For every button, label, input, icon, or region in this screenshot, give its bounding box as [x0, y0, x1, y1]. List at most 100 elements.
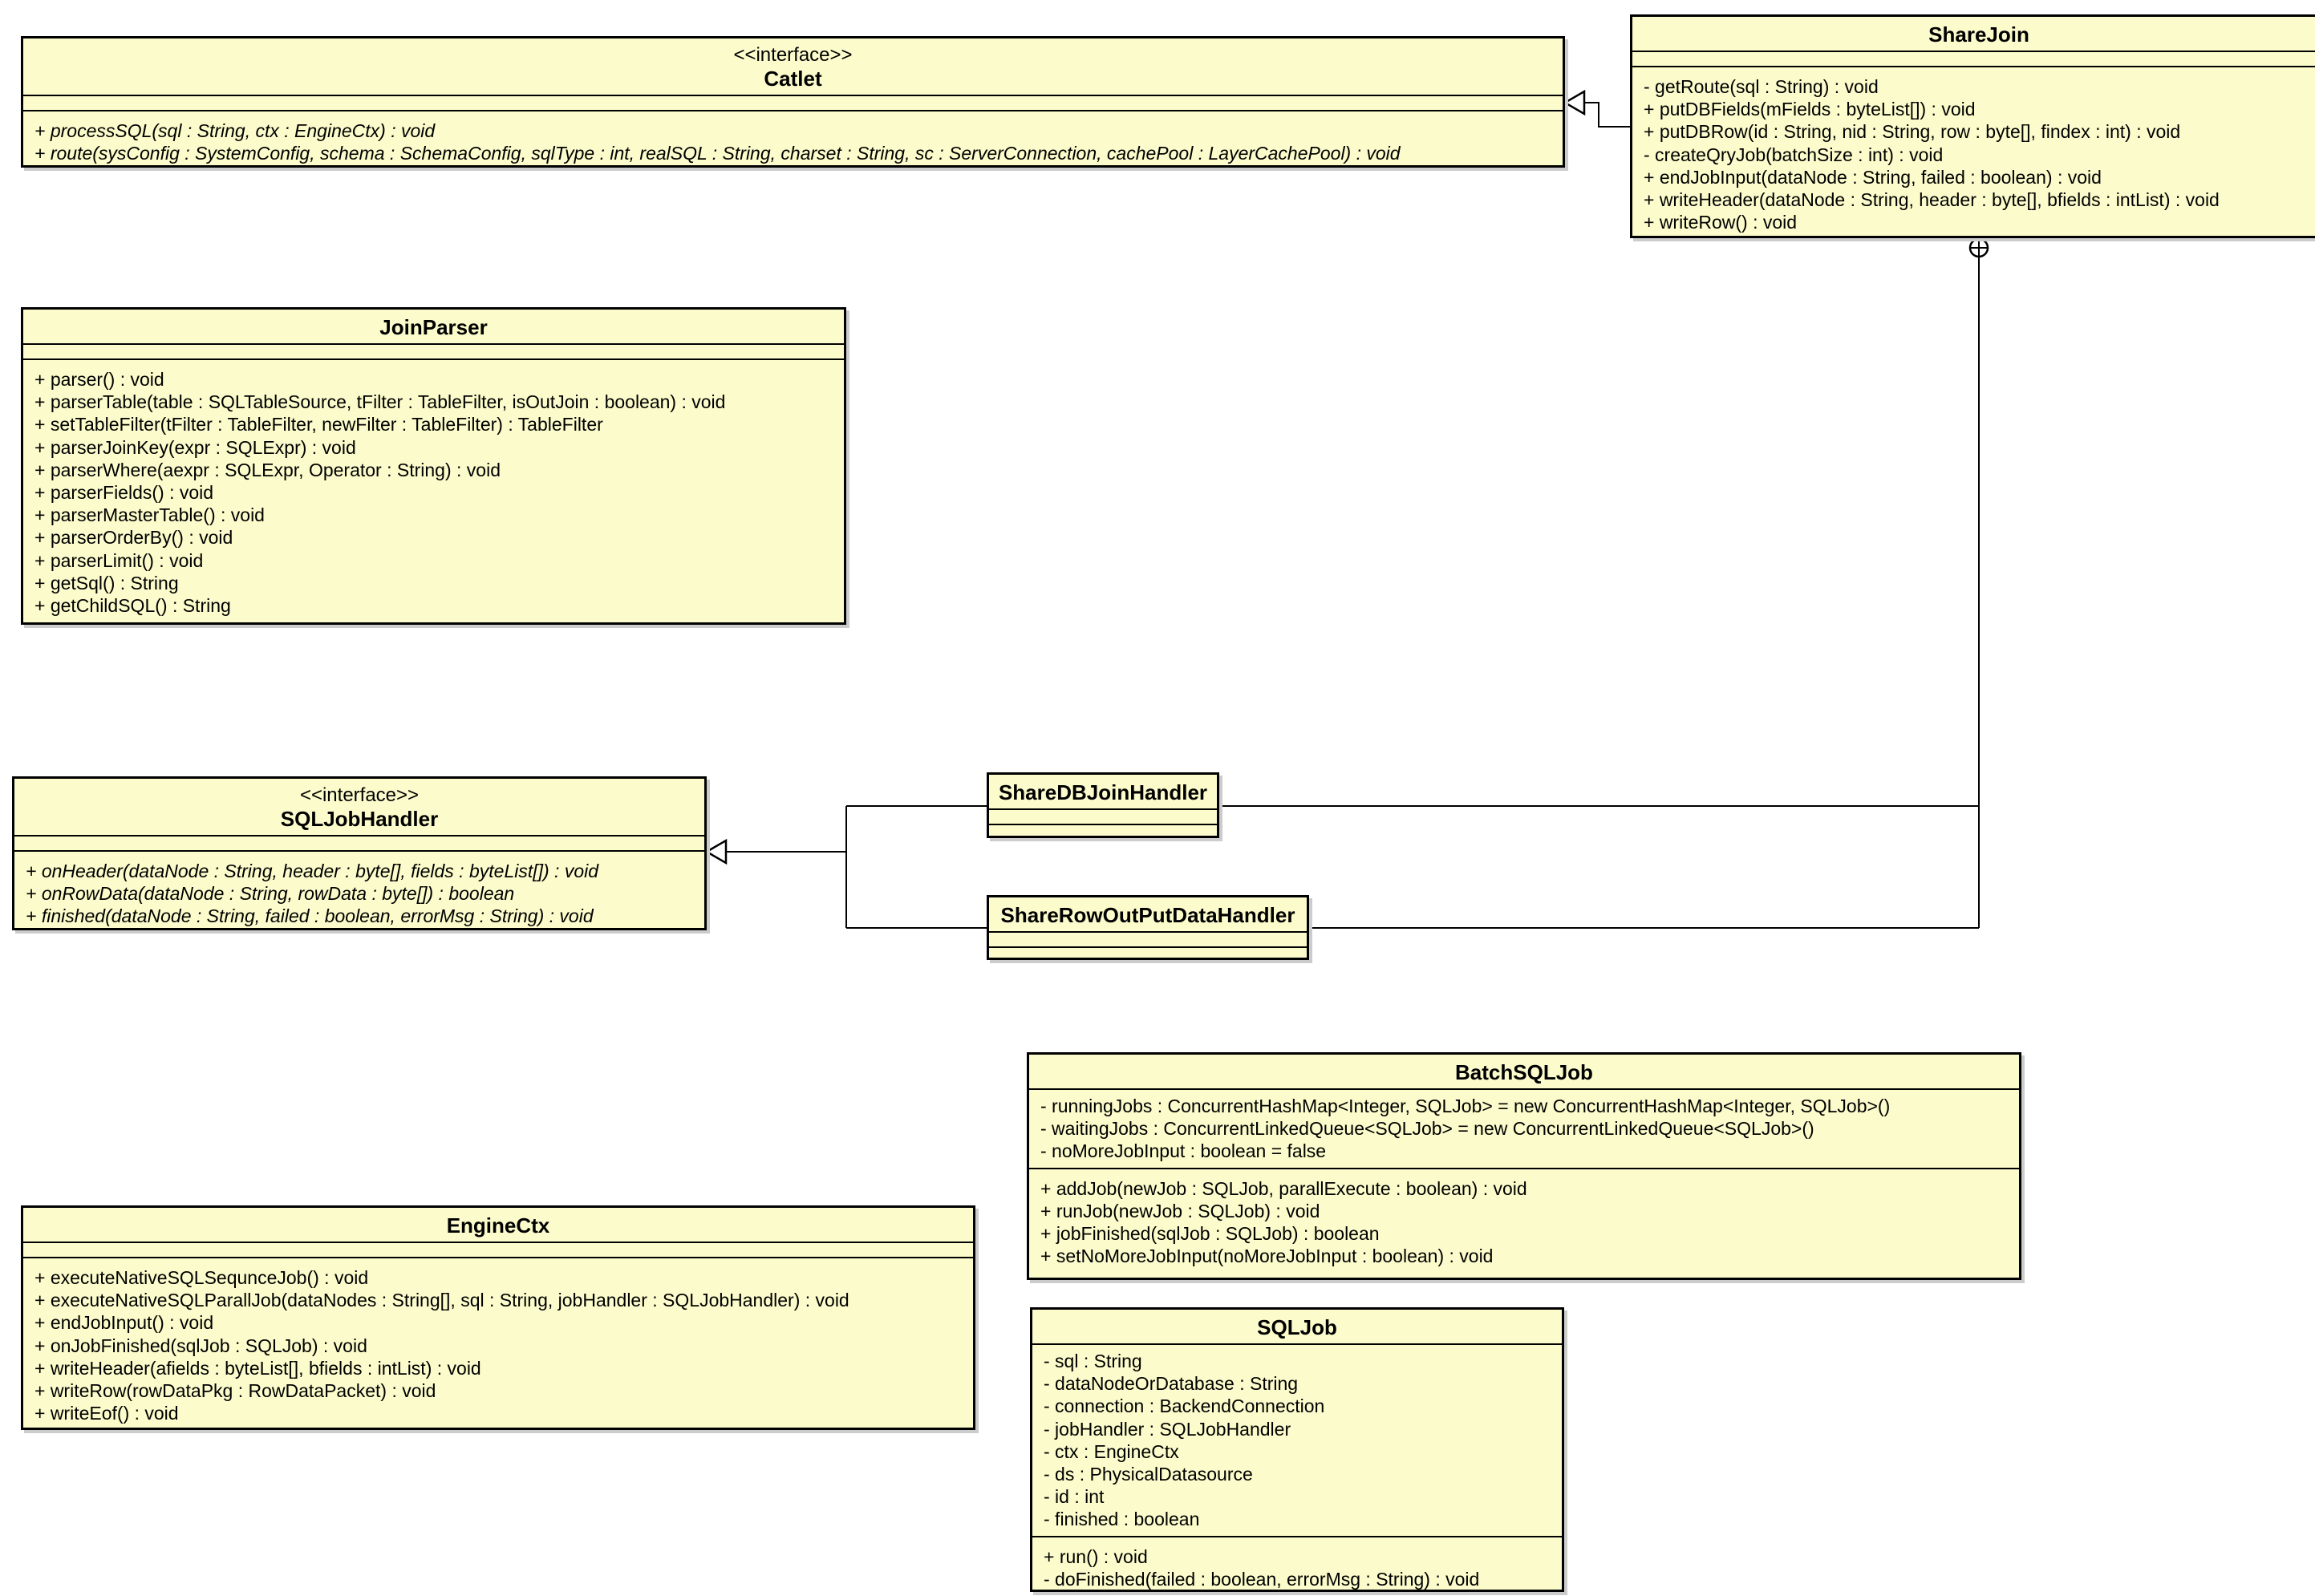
method-row: + parserTable(table : SQLTableSource, tF… [34, 391, 726, 413]
method-row: + getChildSQL() : String [34, 595, 231, 617]
class-box: <<interface>> SQLJobHandler + onHeader(d… [12, 776, 707, 930]
class-attributes-compartment [989, 808, 1217, 825]
method-row: + route(sysConfig : SystemConfig, schema… [34, 143, 1401, 164]
method-row: + writeRow() : void [1644, 212, 1798, 233]
attribute-row: - ds : PhysicalDatasource [1044, 1464, 1253, 1485]
class-box: ShareDBJoinHandler [987, 772, 1219, 838]
class-name: EngineCtx [446, 1213, 550, 1238]
method-row: + endJobInput(dataNode : String, failed … [1644, 166, 2102, 188]
containment-circle-plus-anchor [1968, 237, 1989, 258]
class-title: ShareRowOutPutDataHandler [989, 897, 1307, 931]
class-methods-compartment: - getRoute(sql : String) : void + putDBF… [1632, 67, 2315, 236]
class-title: <<interface>> Catlet [23, 38, 1563, 95]
class-stereotype: <<interface>> [733, 44, 853, 66]
method-row: + setNoMoreJobInput(noMoreJobInput : boo… [1040, 1246, 1494, 1267]
class-title: BatchSQLJob [1029, 1055, 2019, 1088]
method-row: + processSQL(sql : String, ctx : EngineC… [34, 120, 436, 141]
method-row: + putDBRow(id : String, nid : String, ro… [1644, 121, 2181, 143]
class-attributes-compartment [989, 931, 1307, 948]
realization-triangle-catlet [1563, 89, 1586, 116]
method-row: + addJob(newJob : SQLJob, parallExecute … [1040, 1177, 1527, 1199]
realization-sharejoin-to-catlet-line [1584, 102, 1630, 128]
attribute-row: - runningJobs : ConcurrentHashMap<Intege… [1040, 1096, 1891, 1116]
realization-triangle-sqljobhandler [704, 838, 728, 865]
class-name: ShareDBJoinHandler [998, 780, 1208, 804]
class-title: SQLJob [1032, 1310, 1562, 1343]
method-row: + writeHeader(afields : byteList[], bfie… [34, 1357, 481, 1379]
class-attributes-compartment [23, 1242, 973, 1258]
class-name: Catlet [764, 67, 822, 91]
attribute-row: - ctx : EngineCtx [1044, 1440, 1179, 1462]
class-title: EngineCtx [23, 1208, 973, 1242]
method-row: + parserMasterTable() : void [34, 504, 265, 526]
attribute-row: - waitingJobs : ConcurrentLinkedQueue<SQ… [1040, 1118, 1814, 1140]
class-name: SQLJob [1257, 1315, 1337, 1339]
class-methods-compartment: + addJob(newJob : SQLJob, parallExecute … [1029, 1169, 2019, 1278]
class-attributes-compartment [23, 95, 1563, 111]
class-methods-compartment: + run() : void - doFinished(failed : boo… [1032, 1537, 1562, 1590]
class-name: ShareRowOutPutDataHandler [1000, 903, 1295, 927]
method-row: + onJobFinished(sqlJob : SQLJob) : void [34, 1335, 367, 1356]
method-row: + endJobInput() : void [34, 1312, 214, 1334]
method-row: + getSql() : String [34, 572, 179, 593]
class-box: JoinParser + parser() : void + parserTab… [21, 307, 846, 625]
class-methods-compartment: + processSQL(sql : String, ctx : EngineC… [23, 111, 1563, 165]
method-row: + parserLimit() : void [34, 549, 204, 571]
method-row: + executeNativeSQLSequnceJob() : void [34, 1267, 369, 1288]
method-row: + putDBFields(mFields : byteList[]) : vo… [1644, 99, 1976, 120]
attribute-row: - noMoreJobInput : boolean = false [1040, 1140, 1327, 1162]
method-row: + parserFields() : void [34, 482, 214, 504]
class-attributes-compartment [14, 835, 704, 852]
class-name: JoinParser [379, 315, 488, 339]
attribute-row: - id : int [1044, 1486, 1105, 1508]
method-row: + finished(dataNode : String, failed : b… [26, 905, 594, 927]
class-box: <<interface>> Catlet + processSQL(sql : … [21, 36, 1565, 168]
method-row: + writeHeader(dataNode : String, header … [1644, 189, 2220, 211]
class-box: SQLJob - sql : String - dataNodeOrDataba… [1030, 1307, 1564, 1592]
class-methods-compartment: + onHeader(dataNode : String, header : b… [14, 852, 704, 928]
class-methods-compartment: + parser() : void + parserTable(table : … [23, 360, 844, 622]
class-attributes-compartment [1632, 51, 2315, 67]
class-attributes-compartment: - runningJobs : ConcurrentHashMap<Intege… [1029, 1088, 2019, 1169]
class-box: ShareJoin - getRoute(sql : String) : voi… [1630, 14, 2315, 238]
attribute-row: - jobHandler : SQLJobHandler [1044, 1418, 1291, 1440]
class-attributes-compartment: - sql : String - dataNodeOrDatabase : St… [1032, 1343, 1562, 1537]
class-name: SQLJobHandler [280, 807, 439, 831]
method-row: + parser() : void [34, 369, 164, 390]
method-row: - getRoute(sql : String) : void [1644, 76, 1879, 97]
method-row: - doFinished(failed : boolean, errorMsg … [1044, 1568, 1480, 1590]
method-row: - createQryJob(batchSize : int) : void [1644, 144, 1944, 165]
method-row: + writeEof() : void [34, 1403, 179, 1424]
class-title: ShareDBJoinHandler [989, 775, 1217, 808]
class-methods-compartment [989, 825, 1217, 836]
method-row: + onRowData(dataNode : String, rowData :… [26, 883, 515, 905]
class-name: ShareJoin [1928, 22, 2029, 47]
class-box: BatchSQLJob - runningJobs : ConcurrentHa… [1027, 1052, 2021, 1280]
class-name: BatchSQLJob [1455, 1060, 1593, 1084]
method-row: + setTableFilter(tFilter : TableFilter, … [34, 414, 603, 435]
method-row: + parserOrderBy() : void [34, 527, 233, 549]
class-box: EngineCtx + executeNativeSQLSequnceJob()… [21, 1205, 975, 1430]
method-row: + onHeader(dataNode : String, header : b… [26, 861, 599, 881]
class-title: JoinParser [23, 310, 844, 343]
method-row: + parserWhere(aexpr : SQLExpr, Operator … [34, 459, 501, 480]
method-row: + executeNativeSQLParallJob(dataNodes : … [34, 1290, 849, 1311]
method-row: + writeRow(rowDataPkg : RowDataPacket) :… [34, 1380, 436, 1402]
class-box: ShareRowOutPutDataHandler [987, 895, 1309, 960]
class-attributes-compartment [23, 343, 844, 360]
class-title: <<interface>> SQLJobHandler [14, 779, 704, 835]
method-row: + runJob(newJob : SQLJob) : void [1040, 1200, 1320, 1221]
attribute-row: - dataNodeOrDatabase : String [1044, 1373, 1299, 1395]
attribute-row: - connection : BackendConnection [1044, 1395, 1325, 1417]
class-methods-compartment [989, 948, 1307, 958]
method-row: + run() : void [1044, 1545, 1148, 1567]
attribute-row: - finished : boolean [1044, 1509, 1200, 1530]
method-row: + parserJoinKey(expr : SQLExpr) : void [34, 436, 356, 458]
attribute-row: - sql : String [1044, 1351, 1142, 1371]
method-row: + jobFinished(sqlJob : SQLJob) : boolean [1040, 1223, 1380, 1245]
class-title: ShareJoin [1632, 17, 2315, 51]
class-methods-compartment: + executeNativeSQLSequnceJob() : void + … [23, 1258, 973, 1428]
